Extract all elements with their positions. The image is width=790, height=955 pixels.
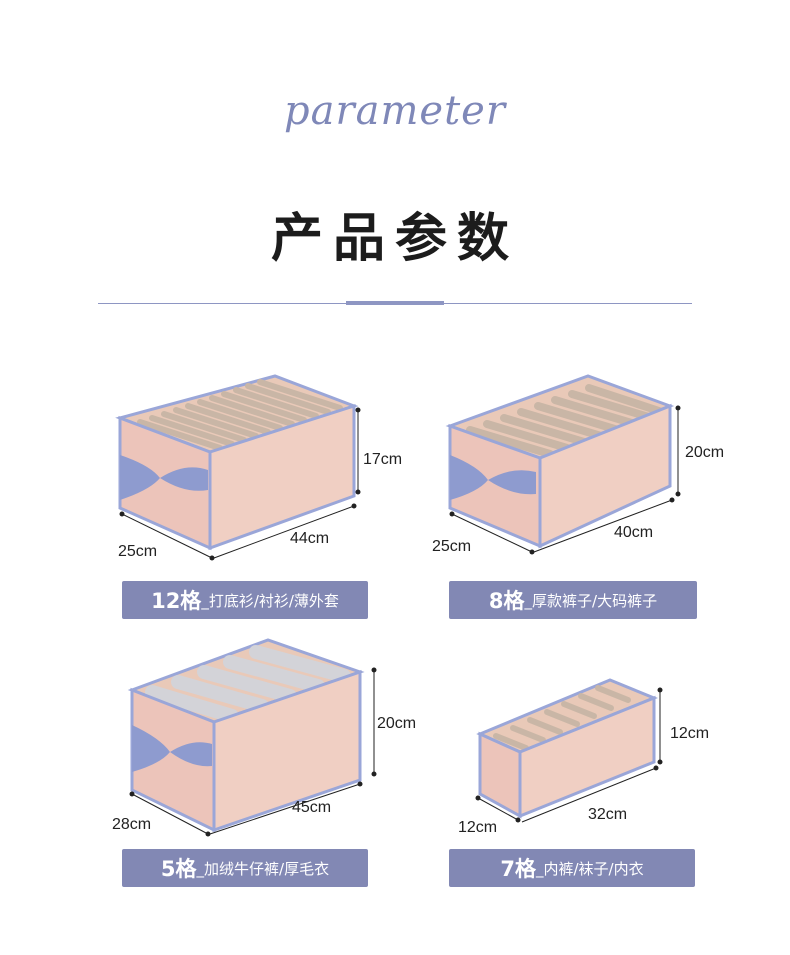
width-dimension: 12cm (458, 819, 498, 836)
height-dimension: 20cm (377, 715, 417, 732)
length-dimension: 44cm (290, 530, 330, 547)
cell-count: 5格 (160, 857, 197, 881)
product-label-bar: 8格 _厚款裤子/大码裤子 (449, 581, 697, 619)
length-dimension: 40cm (614, 524, 654, 541)
usage-text: _内裤/袜子/内衣 (536, 859, 644, 878)
usage-text: _加绒牛仔裤/厚毛衣 (196, 859, 330, 878)
width-dimension: 25cm (118, 543, 158, 560)
product-label-bar: 7格 _内裤/袜子/内衣 (449, 849, 695, 887)
cell-count: 8格 (488, 589, 525, 613)
cell-count: 7格 (500, 857, 536, 881)
width-dimension: 28cm (112, 816, 152, 833)
product-label-bar: 5格 _加绒牛仔裤/厚毛衣 (122, 849, 368, 887)
title-divider-accent (346, 301, 444, 305)
length-dimension: 45cm (292, 799, 332, 816)
page-title: 产品参数 (270, 209, 519, 269)
usage-text: _打底衫/衬衫/薄外套 (201, 591, 339, 610)
product-label-bar: 12格 _打底衫/衬衫/薄外套 (122, 581, 368, 619)
height-dimension: 20cm (685, 444, 725, 461)
length-dimension: 32cm (588, 806, 628, 823)
cell-count: 12格 (151, 589, 202, 613)
script-title: parameter (284, 88, 506, 134)
width-dimension: 25cm (432, 538, 472, 555)
height-dimension: 17cm (363, 451, 403, 468)
usage-text: _厚款裤子/大码裤子 (524, 591, 658, 610)
height-dimension: 12cm (670, 725, 710, 742)
